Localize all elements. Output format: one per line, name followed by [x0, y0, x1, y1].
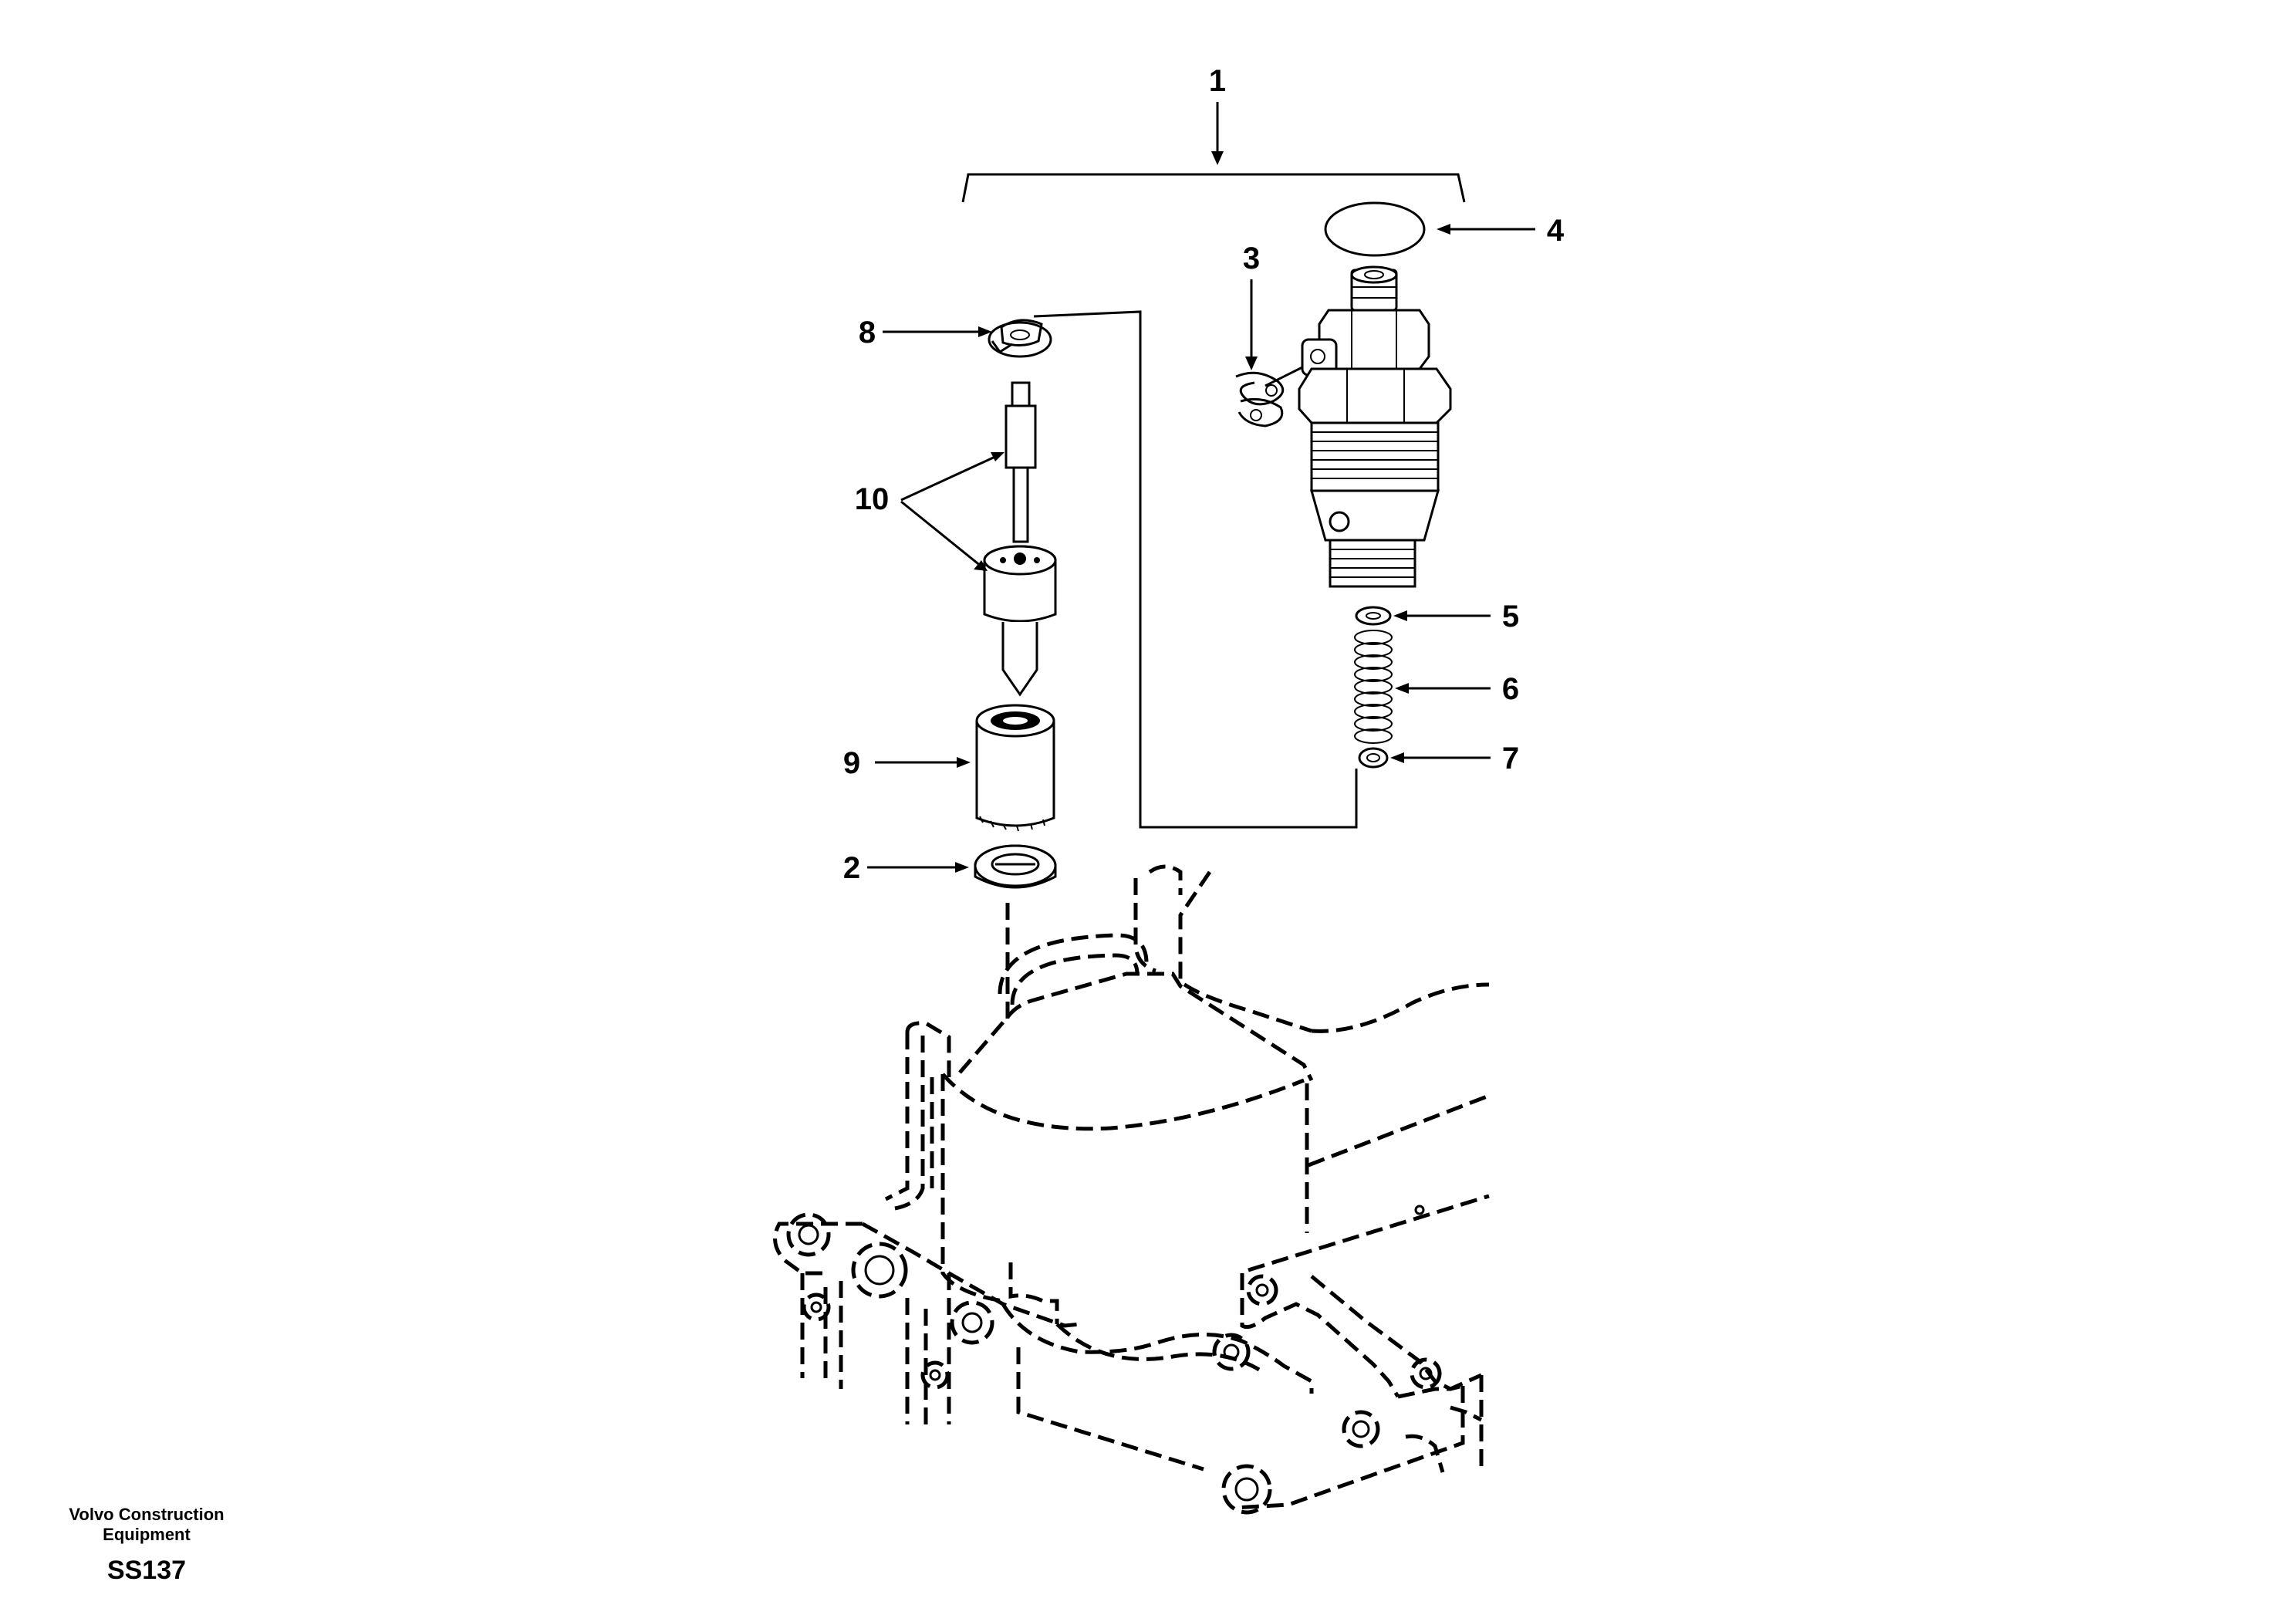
callout-5: 5 — [1355, 600, 1519, 634]
callout-1-label: 1 — [1209, 64, 1226, 98]
callout-2: 2 — [843, 844, 1057, 889]
footer-figure-code: SS137 — [107, 1556, 186, 1585]
footer-brand-line1: Volvo Construction — [69, 1505, 224, 1524]
callout-8-label: 8 — [859, 316, 876, 350]
callout-10-label: 10 — [855, 482, 890, 516]
callout-1: 1 — [961, 64, 1466, 203]
bolt-bosses — [786, 1205, 1442, 1515]
callout-9-label: 9 — [843, 746, 860, 780]
group-connector-line — [1033, 310, 1358, 829]
sealing-washer-4 — [1324, 201, 1426, 257]
callout-9: 9 — [843, 704, 1055, 832]
callout-3-label: 3 — [1243, 242, 1260, 275]
footer: Volvo Construction Equipment SS137 — [69, 1505, 224, 1585]
callout-5-label: 5 — [1502, 600, 1519, 634]
callout-10-leader-a — [900, 454, 999, 502]
pressure-spring-6 — [1354, 630, 1393, 744]
shim-5 — [1355, 606, 1392, 626]
callout-10-leader-b — [900, 500, 982, 568]
callout-6: 6 — [1354, 630, 1519, 744]
holder-lower-body — [1310, 489, 1440, 542]
cylinder-head-phantom — [773, 864, 1490, 1515]
callout-4: 4 — [1324, 201, 1565, 257]
leak-off-clip-3 — [1235, 366, 1303, 427]
callout-3: 3 — [1235, 242, 1303, 427]
holder-nozzle-thread — [1329, 539, 1416, 588]
footer-brand-line2: Equipment — [103, 1525, 191, 1544]
holder-thread-lines — [1312, 431, 1438, 479]
callout-10: 10 — [855, 381, 1057, 697]
callout-7-label: 7 — [1502, 742, 1519, 776]
callout-4-arrow — [1437, 224, 1450, 235]
callout-6-label: 6 — [1502, 672, 1519, 706]
callout-7: 7 — [1358, 742, 1519, 776]
retaining-clip-8 — [988, 319, 1052, 358]
nozzle-body-10 — [983, 545, 1057, 697]
holder-thread — [1310, 421, 1440, 492]
spring-seat-7 — [1358, 747, 1389, 769]
injector-holder — [1298, 265, 1452, 588]
callout-2-label: 2 — [843, 851, 860, 885]
nozzle-sleeve-9 — [975, 704, 1055, 832]
callout-8: 8 — [859, 316, 1052, 358]
callout-1-arrow — [1211, 151, 1224, 165]
nozzle-needle-10 — [1004, 381, 1037, 543]
callout-4-label: 4 — [1547, 214, 1565, 248]
assembly-bracket — [961, 173, 1466, 203]
holder-flange — [1298, 367, 1452, 424]
